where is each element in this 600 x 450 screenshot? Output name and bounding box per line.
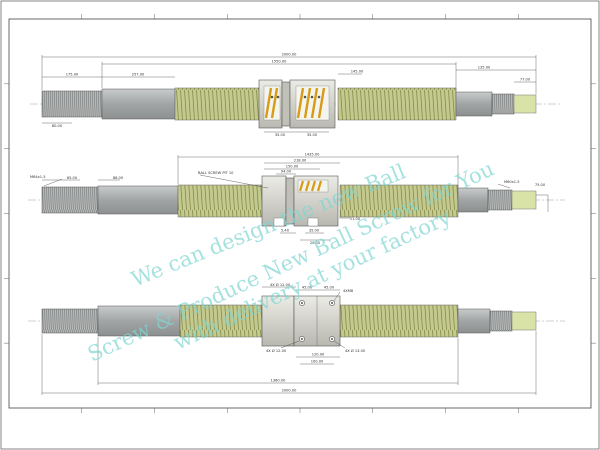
dim-label: 94.00 (281, 170, 292, 174)
screw-thread (177, 184, 267, 218)
dim-label: 11.00 (350, 217, 361, 221)
shaft-thread-end-left (41, 308, 99, 334)
journal-end (511, 190, 537, 210)
shaft-step (455, 91, 493, 117)
dim-label: 175.00 (66, 73, 79, 77)
shaft-thread-end-right (491, 93, 515, 115)
dim-label: 80.00 (52, 124, 63, 128)
callout-label: 4XM8 (343, 289, 354, 293)
shaft-thread-end-left (41, 186, 99, 214)
shaft-body (97, 305, 181, 337)
screw-thread (174, 87, 266, 121)
ball-screw-view-top: 2000.00 1550.00 175.00 257.00 80.00 145.… (30, 53, 560, 137)
screw-thread (179, 304, 263, 338)
dim-label: 135.00 (478, 66, 491, 70)
dim-label: 29.00 (310, 241, 321, 245)
dim-label: 2000.00 (282, 53, 298, 57)
dim-label: 1360.00 (271, 379, 287, 383)
journal-end (513, 94, 537, 114)
dim-label: 150.00 (286, 165, 299, 169)
dim-label: 5.40 (281, 229, 290, 233)
callout-label: 4X Ø 12.00 (270, 282, 291, 287)
journal-end (511, 311, 537, 331)
ball-nut (258, 79, 336, 129)
dim-label: 35.00 (307, 133, 318, 137)
dim-label: 1550.00 (272, 60, 288, 64)
screw-thread (337, 87, 457, 121)
callout-label: 4X Ø 12.00 (266, 348, 287, 353)
callout-label: BALL SCREW PIT 10 (198, 171, 234, 175)
dim-label: 257.00 (132, 73, 145, 77)
dim-label: 2000.00 (282, 389, 298, 393)
ball-nut-flange (261, 295, 341, 347)
dim-label: 1435.00 (305, 153, 321, 157)
shaft-thread-end-left (41, 90, 103, 118)
callout-label: M64x1.5 (30, 175, 46, 179)
dim-label: 145.00 (351, 70, 364, 74)
shaft-thread-end-right (487, 189, 513, 211)
shaft-step (457, 308, 491, 334)
spring-coil (264, 87, 326, 119)
dim-label: 35.00 (309, 229, 320, 233)
shaft-thread-end-right (489, 310, 513, 332)
dim-label: 45.00 (302, 286, 313, 290)
screw-thread (339, 184, 459, 218)
dim-label: 35.00 (275, 133, 286, 137)
frame-grid-ticks (4, 14, 596, 413)
ball-screw-view-bottom: 1360.00 2000.00 120.00 45.00 45.00 100.0… (28, 282, 565, 395)
spring-coil (298, 180, 323, 192)
dim-label: 120.00 (312, 353, 325, 357)
dim-label: 75.00 (535, 183, 546, 187)
dim-label: 45.00 (324, 286, 335, 290)
shaft-body (97, 185, 179, 215)
shaft-body (101, 88, 176, 120)
callout-label: M60x1.5 (504, 180, 520, 184)
dim-label: 218.00 (294, 159, 307, 163)
dim-label: 88.00 (113, 176, 124, 180)
ball-nut (261, 175, 339, 227)
screw-thread (339, 304, 459, 338)
dim-label: 77.00 (520, 78, 531, 82)
callout-label: 4X Ø 13.00 (345, 348, 366, 353)
ball-screw-view-middle: 1435.00 218.00 150.00 94.00 65.00 5.40 3… (28, 153, 565, 245)
dim-label: 65.00 (67, 176, 78, 180)
dim-label: 100.00 (311, 360, 324, 364)
